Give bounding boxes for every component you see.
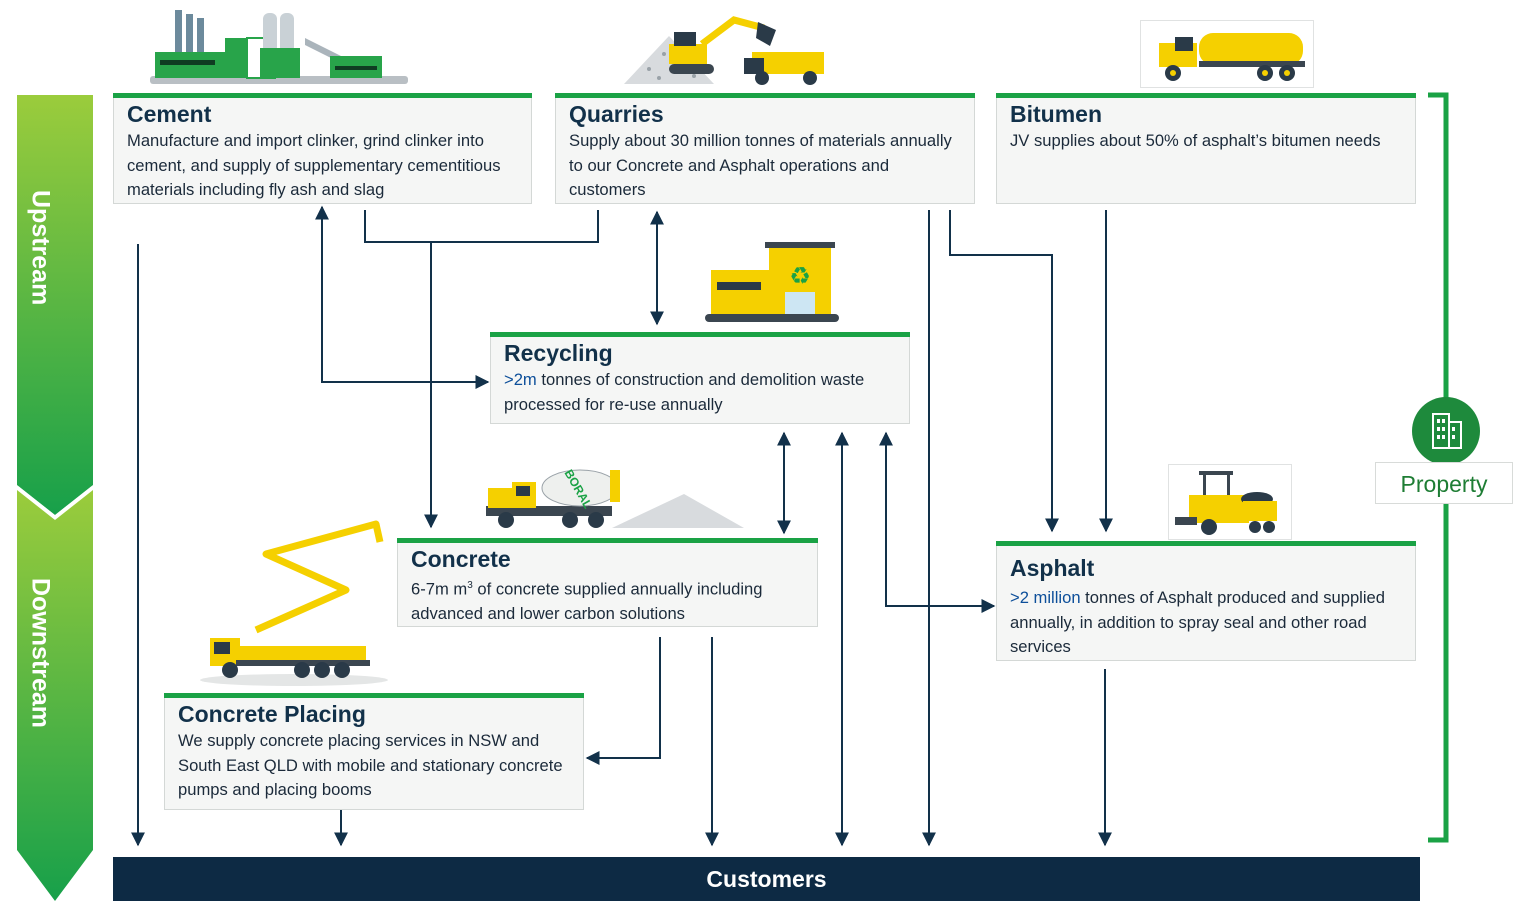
- cement-box: Cement Manufacture and import clinker, g…: [113, 93, 532, 204]
- recycling-desc-text: tonnes of construction and demolition wa…: [504, 370, 865, 414]
- tanker-truck-icon: [1159, 33, 1305, 81]
- cement-desc: Manufacture and import clinker, grind cl…: [127, 131, 501, 199]
- customers-bar: Customers: [113, 857, 1420, 901]
- concrete-placing-desc: We supply concrete placing services in N…: [178, 731, 563, 799]
- quarries-desc: Supply about 30 million tonnes of materi…: [569, 131, 952, 199]
- concrete-box: Concrete 6-7m m3 of concrete supplied an…: [397, 538, 818, 627]
- cement-green-bar: [113, 93, 532, 98]
- recycling-green-bar: [490, 332, 910, 337]
- recycling-desc: >2m tonnes of construction and demolitio…: [504, 368, 903, 417]
- cement-title: Cement: [127, 101, 212, 127]
- concrete-green-bar: [397, 538, 818, 543]
- asphalt-desc: >2 million tonnes of Asphalt produced an…: [1010, 586, 1409, 660]
- concrete-desc-sup: 3: [467, 580, 473, 591]
- road-paver-icon: [1175, 471, 1277, 535]
- concrete-desc-post: of concrete supplied annually including …: [411, 579, 763, 624]
- asphalt-green-bar: [996, 541, 1416, 546]
- recycling-box: Recycling >2m tonnes of construction and…: [490, 332, 910, 424]
- stage-arrow-band: [17, 95, 93, 901]
- concrete-desc-pre: 6-7m m: [411, 579, 468, 599]
- bitumen-desc: JV supplies about 50% of asphalt’s bitum…: [1010, 131, 1381, 150]
- asphalt-box: Asphalt >2 million tonnes of Asphalt pro…: [996, 541, 1416, 661]
- asphalt-highlight: >2 million: [1010, 588, 1081, 607]
- concrete-placing-box: Concrete Placing We supply concrete plac…: [164, 693, 584, 810]
- concrete-placing-title: Concrete Placing: [178, 701, 366, 727]
- downstream-label: Downstream: [26, 578, 55, 729]
- concrete-desc: 6-7m m3 of concrete supplied annually in…: [411, 574, 811, 627]
- excavator-icon: [624, 16, 824, 85]
- bitumen-title: Bitumen: [1010, 101, 1102, 127]
- quarries-box: Quarries Supply about 30 million tonnes …: [555, 93, 975, 204]
- paver-frame: [1168, 464, 1292, 540]
- quarries-green-bar: [555, 93, 975, 98]
- svg-text:♻: ♻: [789, 262, 811, 290]
- upstream-label: Upstream: [26, 190, 55, 306]
- asphalt-title: Asphalt: [1010, 555, 1095, 581]
- pump-truck-icon: [200, 520, 388, 686]
- recycling-title: Recycling: [504, 340, 613, 366]
- mixer-truck-icon: BORAL: [486, 467, 744, 528]
- tanker-frame: [1140, 20, 1314, 88]
- concrete-title: Concrete: [411, 546, 511, 572]
- recycling-highlight: >2m: [504, 370, 537, 389]
- concrete-placing-green-bar: [164, 693, 584, 698]
- property-label: Property: [1375, 462, 1513, 504]
- cement-plant-icon: [150, 10, 408, 84]
- building-icon: [1412, 397, 1480, 465]
- bitumen-green-bar: [996, 93, 1416, 98]
- bitumen-box: Bitumen JV supplies about 50% of asphalt…: [996, 93, 1416, 204]
- quarries-title: Quarries: [569, 101, 664, 127]
- asphalt-desc-text: tonnes of Asphalt produced and supplied …: [1010, 588, 1386, 656]
- recycling-plant-icon: ♻: [705, 242, 839, 322]
